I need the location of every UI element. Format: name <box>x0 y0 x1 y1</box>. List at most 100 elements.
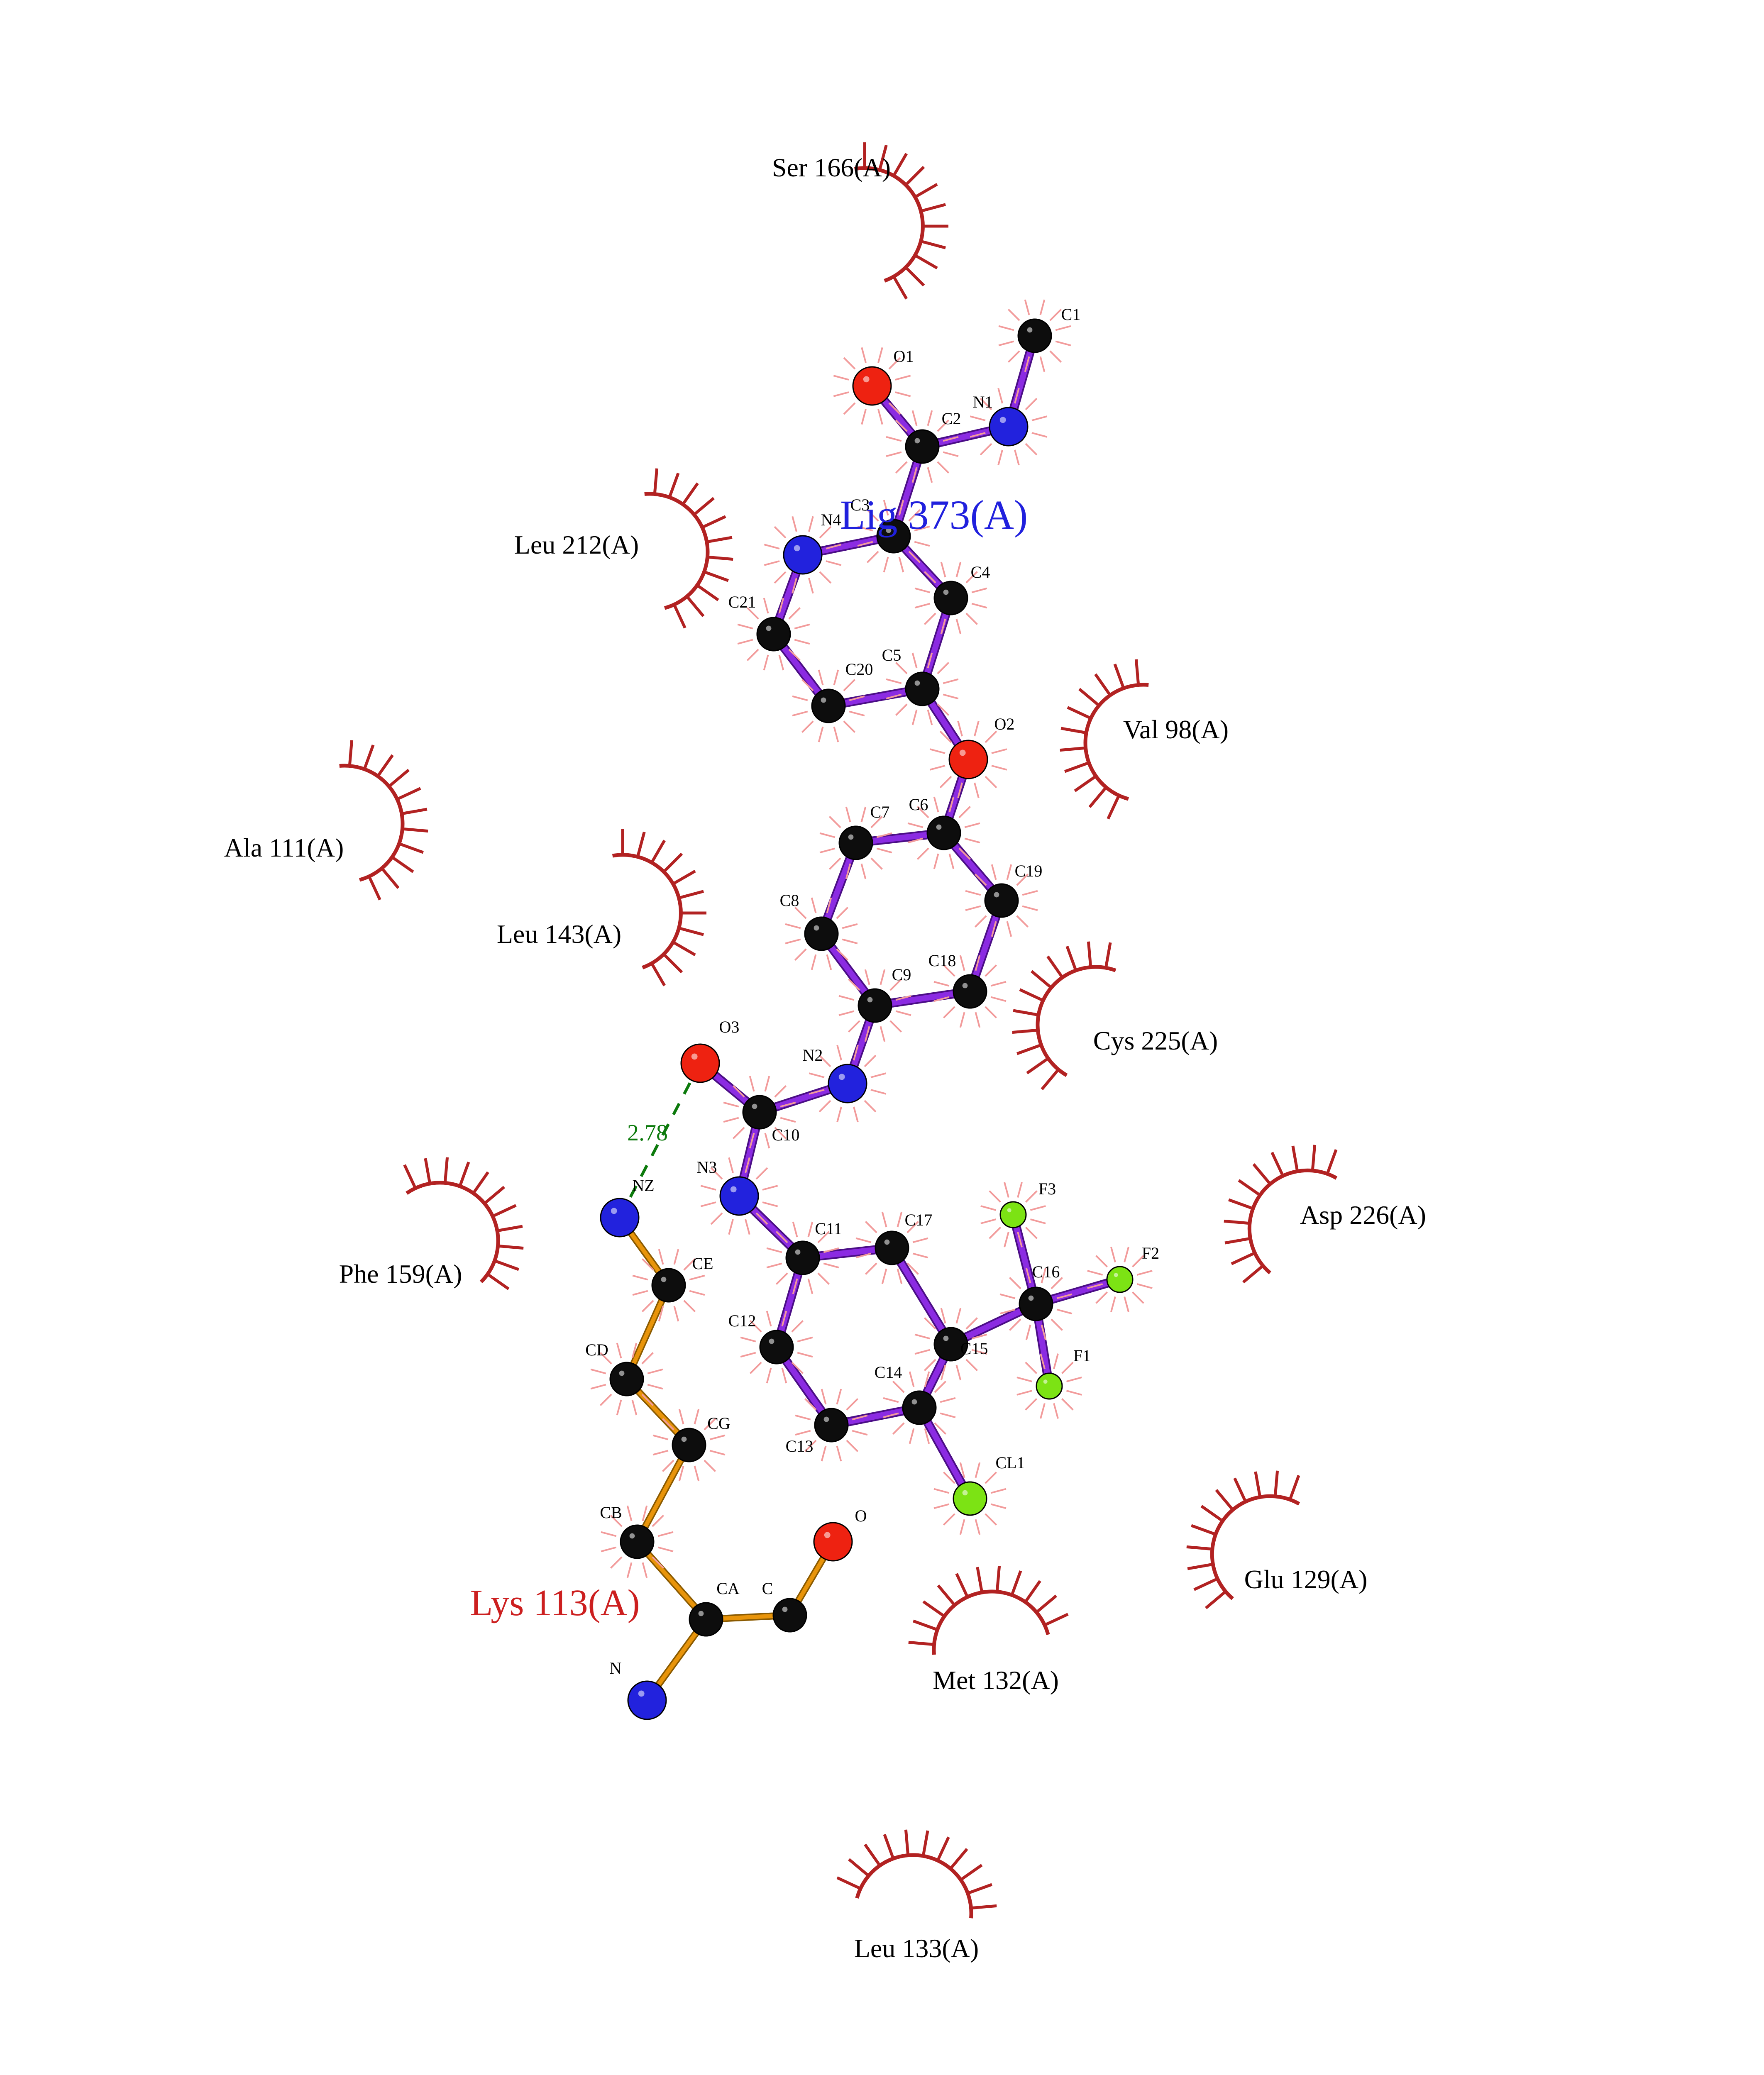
halo-spoke <box>1004 1182 1009 1198</box>
halo-spoke <box>927 410 933 426</box>
halo-spoke <box>864 969 870 985</box>
atom-highlight-F3 <box>1007 1208 1011 1213</box>
halo-spoke <box>975 1012 981 1028</box>
halo-spoke <box>924 613 936 625</box>
contact-eyelash <box>878 144 888 169</box>
halo-spoke <box>641 1300 654 1313</box>
halo-spoke <box>838 1010 855 1016</box>
halo-spoke <box>857 541 873 547</box>
halo-spoke <box>989 1190 1002 1203</box>
contact-halo-C18 <box>933 955 1007 1028</box>
halo-spoke <box>1041 1324 1047 1340</box>
residue-cys-225-a: Cys 225(A) <box>1012 941 1218 1090</box>
atom-CE <box>651 1268 686 1303</box>
halo-spoke <box>657 1531 674 1537</box>
halo-spoke <box>974 720 980 737</box>
halo-spoke <box>775 1272 788 1285</box>
contact-halo-C7 <box>819 806 892 879</box>
halo-spoke <box>959 955 965 971</box>
halo-spoke <box>933 996 950 1002</box>
halo-spoke <box>965 1359 978 1372</box>
atom-label-C2: C2 <box>942 409 961 428</box>
halo-spoke <box>1066 1377 1082 1382</box>
contact-halo-C1 <box>998 299 1071 372</box>
halo-spoke <box>870 1072 887 1078</box>
atom-highlight-C18 <box>962 983 968 989</box>
atom-highlight-C5 <box>914 680 920 686</box>
halo-spoke <box>801 720 814 733</box>
contact-eyelash <box>937 1584 955 1605</box>
contact-eyelash <box>1025 1580 1041 1602</box>
halo-spoke <box>846 1440 859 1452</box>
halo-spoke <box>898 557 904 573</box>
atom-highlight-F1 <box>1043 1379 1048 1384</box>
contact-eyelash <box>906 166 925 185</box>
contact-halo-C14 <box>883 1371 956 1444</box>
layer-atoms <box>600 318 1134 1720</box>
contact-eyelash <box>1242 1265 1263 1284</box>
atom-N3 <box>719 1176 759 1216</box>
halo-spoke <box>843 720 856 733</box>
atom-label-CA: CA <box>716 1579 740 1598</box>
contact-eyelash <box>1224 1219 1248 1225</box>
halo-spoke <box>641 1394 654 1406</box>
residue-label: Ser 166(A) <box>772 153 891 182</box>
contact-eyelash <box>893 277 908 300</box>
halo-spoke <box>964 822 980 828</box>
atom-highlight-C16 <box>1028 1295 1034 1301</box>
atom-C17 <box>875 1230 909 1265</box>
contact-eyelash <box>1191 1524 1214 1535</box>
atom-highlight-CE <box>661 1277 667 1282</box>
halo-spoke <box>933 1503 950 1509</box>
halo-spoke <box>780 1101 796 1108</box>
contact-halo-C3 <box>857 500 930 573</box>
residue-met-132-a: Met 132(A) <box>908 1566 1069 1695</box>
halo-spoke <box>823 1247 839 1253</box>
contact-eyelash <box>1270 1152 1284 1175</box>
halo-spoke <box>745 1157 750 1173</box>
halo-spoke <box>916 806 929 818</box>
halo-spoke <box>785 923 801 929</box>
halo-spoke <box>778 598 784 614</box>
halo-spoke <box>845 863 851 879</box>
halo-spoke <box>658 1306 664 1322</box>
halo-spoke <box>866 509 879 522</box>
halo-spoke <box>914 525 930 532</box>
halo-spoke <box>860 863 867 879</box>
halo-spoke <box>836 906 849 919</box>
atom-label-O: O <box>855 1506 867 1525</box>
residue-label: Leu 212(A) <box>514 530 639 559</box>
atom-highlight-C17 <box>884 1239 890 1245</box>
residue-label: Phe 159(A) <box>339 1259 462 1289</box>
halo-spoke <box>631 1399 638 1416</box>
halo-spoke <box>883 500 889 516</box>
halo-spoke <box>1022 890 1038 896</box>
contact-eyelash <box>1078 688 1099 706</box>
contact-eyelash <box>1252 1163 1270 1184</box>
contact-eyelash <box>1060 727 1085 734</box>
contact-eyelash <box>494 1204 517 1217</box>
halo-spoke <box>764 544 780 549</box>
halo-spoke <box>792 695 808 701</box>
contact-eyelash <box>673 941 696 957</box>
halo-spoke <box>980 1218 997 1224</box>
halo-spoke <box>889 1020 902 1033</box>
halo-spoke <box>991 921 997 937</box>
contact-eyelash <box>403 808 428 815</box>
contact-eyelash <box>398 787 421 800</box>
contact-eyelash <box>1228 1198 1252 1209</box>
halo-spoke <box>985 730 997 743</box>
atom-highlight-C <box>782 1606 788 1612</box>
halo-spoke <box>826 544 842 549</box>
residue-phe-159-a: Phe 159(A) <box>339 1157 524 1290</box>
contact-eyelash <box>922 1830 929 1855</box>
halo-spoke <box>1016 1377 1033 1382</box>
contact-eyelash <box>364 745 375 768</box>
halo-spoke <box>694 1465 700 1482</box>
atom-highlight-O3 <box>691 1053 698 1060</box>
halo-spoke <box>689 1290 705 1296</box>
contact-eyelash <box>883 1834 894 1858</box>
halo-spoke <box>1025 443 1038 456</box>
halo-spoke <box>940 1412 956 1418</box>
halo-spoke <box>959 1462 965 1478</box>
